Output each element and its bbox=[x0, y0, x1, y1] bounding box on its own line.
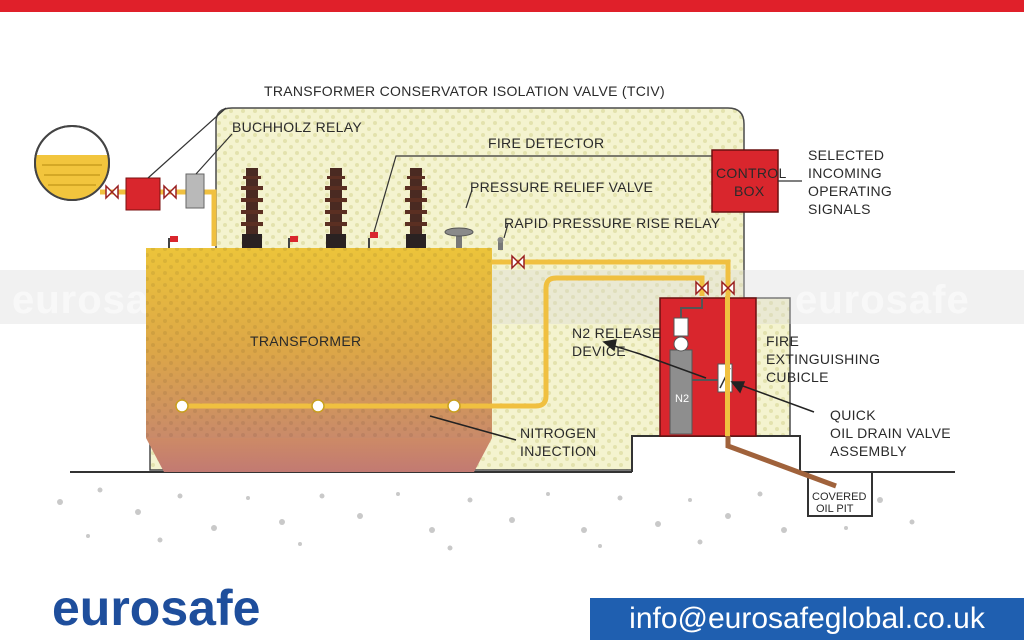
signals-label-1: SELECTED bbox=[808, 147, 884, 163]
conservator-tank bbox=[34, 125, 110, 201]
drain-to-pit-pipe bbox=[725, 436, 837, 489]
tciv-leader bbox=[147, 107, 227, 179]
quick-drain-label-2: OIL DRAIN VALVE bbox=[830, 425, 951, 441]
covered-oil-pit bbox=[800, 471, 880, 517]
cubicle-internal-pipe bbox=[680, 298, 718, 381]
signals-label-2: INCOMING bbox=[808, 165, 882, 181]
buchholz-relay bbox=[185, 173, 205, 209]
prv-leader bbox=[465, 189, 473, 209]
rapid-pressure-rise-relay-icon bbox=[497, 237, 504, 250]
top-red-bar bbox=[0, 0, 1024, 12]
control-box-label-1: CONTROL bbox=[716, 165, 787, 181]
control-box-label-2: BOX bbox=[734, 183, 765, 199]
bushing-3 bbox=[405, 168, 427, 248]
valve-icon bbox=[163, 184, 177, 200]
rapid-pressure-label: RAPID PRESSURE RISE RELAY bbox=[504, 215, 721, 231]
arrows bbox=[429, 339, 815, 441]
nitrogen-injection-pipe bbox=[182, 275, 705, 409]
nitrogen-cylinder bbox=[669, 349, 693, 435]
fire-ext-label-3: CUBICLE bbox=[766, 369, 829, 385]
buchholz-label: BUCHHOLZ RELAY bbox=[232, 119, 362, 135]
n2-release-device-icon bbox=[673, 317, 689, 337]
nitrogen-label-2: INJECTION bbox=[520, 443, 597, 459]
buchholz-leader bbox=[195, 133, 233, 175]
pit-label-2: OIL PIT bbox=[816, 503, 854, 515]
contact-email[interactable]: info@eurosafeglobal.co.uk bbox=[590, 598, 1024, 640]
bushing-2 bbox=[325, 168, 347, 248]
cylinder-head bbox=[673, 336, 689, 352]
quick-drain-label-1: QUICK bbox=[830, 407, 876, 423]
pressure-relief-label: PRESSURE RELIEF VALVE bbox=[470, 179, 653, 195]
cubicle-valves bbox=[695, 280, 735, 296]
watermark-right: eurosafe bbox=[795, 278, 970, 322]
n2-release-label-1: N2 RELEASE bbox=[572, 325, 661, 341]
fire-detector-leader bbox=[373, 155, 714, 233]
injection-point-icons bbox=[175, 399, 461, 413]
n2-label: N2 bbox=[675, 393, 689, 405]
nitrogen-label-1: NITROGEN bbox=[520, 425, 596, 441]
transformer-base bbox=[146, 438, 492, 472]
brand-logo: eurosafe bbox=[52, 580, 261, 636]
tciv-box bbox=[125, 177, 161, 211]
bushing-1 bbox=[241, 168, 263, 248]
fire-ext-label-1: FIRE bbox=[766, 333, 799, 349]
oil-drain-pipe bbox=[492, 259, 731, 296]
tciv-label: TRANSFORMER CONSERVATOR ISOLATION VALVE … bbox=[264, 83, 665, 99]
rprr-leader bbox=[503, 223, 509, 239]
control-box bbox=[711, 149, 779, 213]
fire-detector-icon bbox=[168, 232, 378, 248]
fire-detector-label: FIRE DETECTOR bbox=[488, 135, 604, 151]
signals-label-4: SIGNALS bbox=[808, 201, 871, 217]
isolation-valve-icon bbox=[105, 184, 119, 200]
pit-label-1: COVERED bbox=[812, 491, 866, 503]
drain-valve-icon bbox=[511, 254, 525, 270]
ground-step bbox=[631, 435, 955, 473]
signals-label-3: OPERATING bbox=[808, 183, 892, 199]
pressure-relief-valve-icon bbox=[444, 227, 474, 248]
transformer-label: TRANSFORMER bbox=[250, 333, 361, 349]
gravel bbox=[57, 487, 915, 551]
quick-drain-label-3: ASSEMBLY bbox=[830, 443, 907, 459]
oil-pipe-vertical bbox=[725, 296, 730, 436]
fire-ext-label-2: EXTINGUISHING bbox=[766, 351, 880, 367]
n2-release-label-2: DEVICE bbox=[572, 343, 626, 359]
